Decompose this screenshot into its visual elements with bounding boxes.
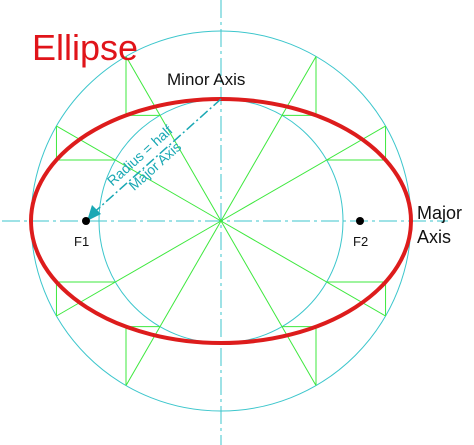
radial-line (56, 125, 222, 222)
radial-line (56, 220, 222, 317)
radial-line (220, 56, 317, 222)
focus-f1-point (82, 217, 90, 225)
radius-arrowhead (87, 205, 101, 221)
radial-line (220, 220, 386, 317)
minor-axis-label: Minor Axis (167, 70, 245, 89)
radius-line (89, 98, 222, 217)
major-axis-label-line2: Axis (417, 227, 451, 247)
focus-f2-point (356, 217, 364, 225)
radial-line (125, 220, 222, 386)
radial-line (125, 56, 222, 222)
radial-line (220, 125, 386, 222)
focus-f2-label: F2 (353, 234, 368, 249)
focus-f1-label: F1 (74, 234, 89, 249)
radial-line (220, 220, 317, 386)
diagram-title: Ellipse (32, 27, 138, 68)
construction-lines (55, 56, 387, 386)
major-axis-label-line1: Major (417, 203, 462, 223)
